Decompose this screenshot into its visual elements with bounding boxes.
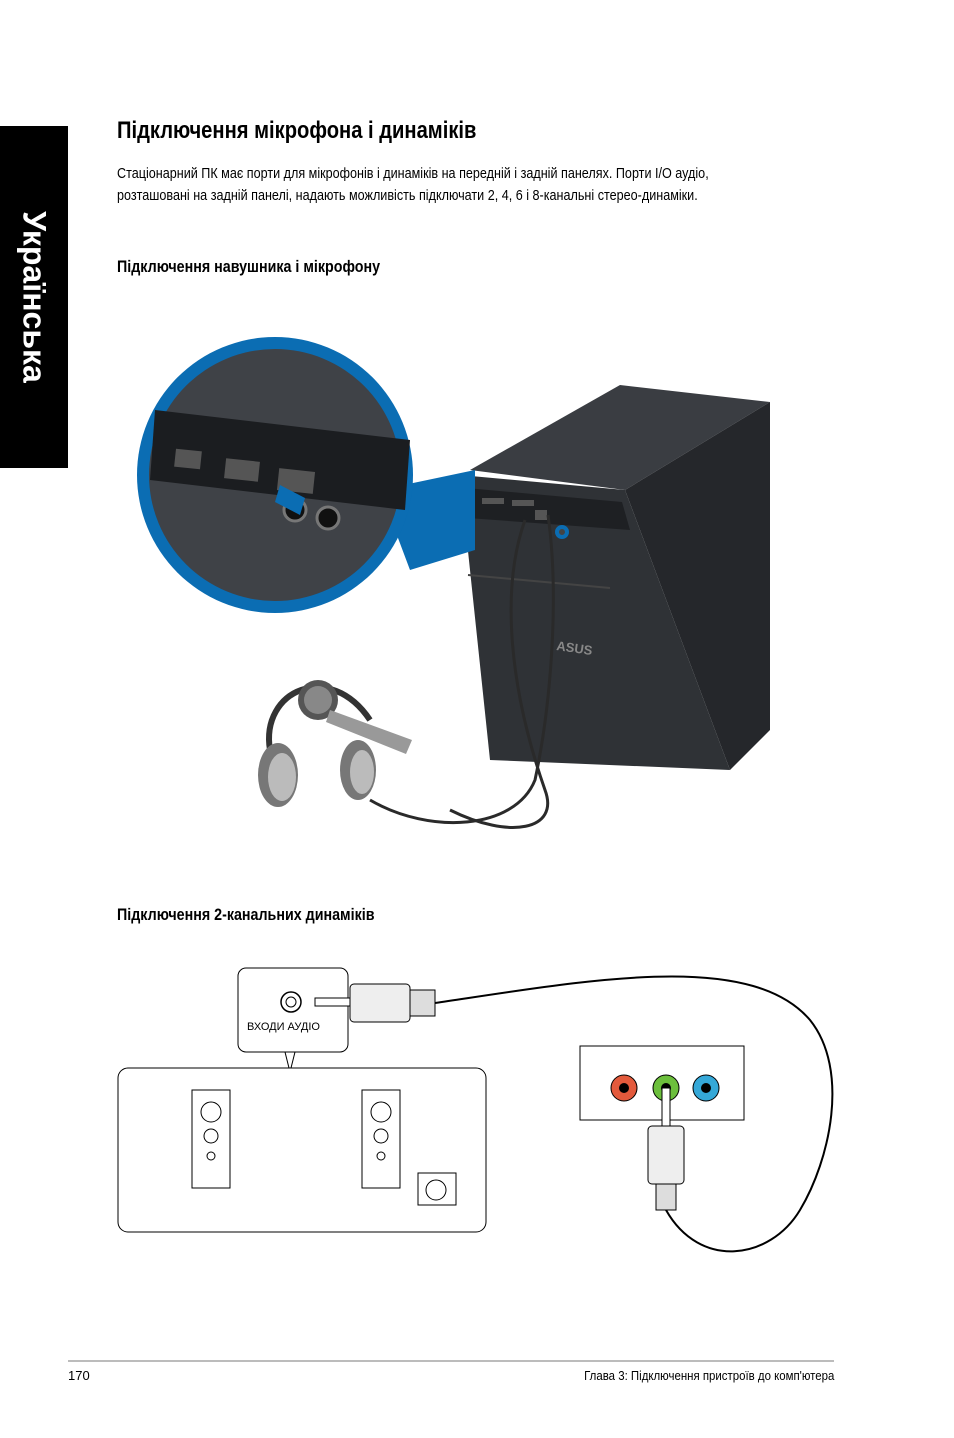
- section-heading-headset: Підключення навушника і мікрофону: [117, 257, 381, 276]
- audio-input-label: ВХОДИ АУДІО: [247, 1021, 320, 1033]
- footer-divider: [68, 1360, 834, 1362]
- language-label: Українська: [16, 211, 53, 383]
- headset-microphone-illustration: ASUS: [137, 337, 770, 829]
- microphone: [298, 680, 412, 754]
- headset-cables: [369, 514, 555, 829]
- intro-line-1: Стаціонарний ПК має порти для мікрофонів…: [117, 165, 709, 182]
- speakers-panel: [117, 1067, 487, 1233]
- right-speaker: [361, 1089, 401, 1189]
- zoomed-front-ports: [150, 410, 410, 531]
- chapter-title: Глава 3: Підключення пристроїв до комп'ю…: [583, 1368, 834, 1383]
- speaker-connection-illustration: ВХОДИ АУДІО: [117, 967, 834, 1253]
- speaker-cable: [434, 975, 834, 1253]
- audio-input-callout: ВХОДИ АУДІО: [237, 967, 349, 1073]
- page-number: 170: [68, 1368, 90, 1383]
- left-speaker: [191, 1089, 231, 1189]
- page-title: Підключення мікрофона і динаміків: [117, 117, 477, 144]
- audio-plug-vertical: [647, 1087, 685, 1211]
- subwoofer: [417, 1172, 457, 1206]
- audio-plug-horizontal: [314, 983, 436, 1023]
- intro-paragraph: Стаціонарний ПК має порти для мікрофонів…: [117, 163, 789, 207]
- language-side-tab: Українська: [0, 126, 68, 468]
- asus-logo: ASUS: [556, 638, 594, 658]
- section-heading-speakers: Підключення 2-канальних динаміків: [117, 905, 375, 924]
- pc-tower: ASUS: [460, 385, 770, 770]
- intro-line-2: розташовані на задній панелі, надають мо…: [117, 187, 698, 204]
